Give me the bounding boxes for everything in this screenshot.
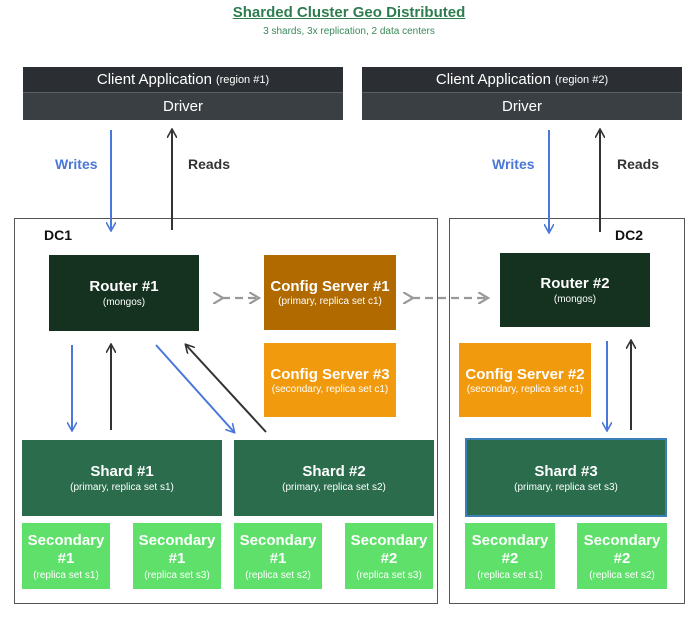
- driver-2: Driver: [362, 92, 682, 120]
- shard-1-subtitle: (primary, replica set s1): [70, 482, 174, 493]
- secondary-dc1-3: Secondary #1 (replica set s2): [234, 523, 322, 589]
- diagram-subtitle: 3 shards, 3x replication, 2 data centers: [263, 26, 435, 37]
- shard-3-title: Shard #3: [534, 462, 598, 480]
- secondary-dc1-3-subtitle: (replica set s2): [245, 569, 311, 581]
- client-app-2-name: Client Application: [435, 71, 551, 88]
- secondary-dc2-1: Secondary #2 (replica set s1): [465, 523, 555, 589]
- writes-label-1: Writes: [55, 156, 98, 172]
- client-app-1: Client Application (region #1): [23, 67, 343, 92]
- config-server-3-title: Config Server #3: [270, 365, 390, 383]
- shard-3: Shard #3 (primary, replica set s3): [465, 438, 667, 517]
- secondary-dc1-1: Secondary #1 (replica set s1): [22, 523, 110, 589]
- reads-label-2: Reads: [617, 156, 660, 172]
- secondary-dc1-3-number: #1: [269, 549, 287, 567]
- shard-1: Shard #1 (primary, replica set s1): [22, 440, 222, 516]
- shard-3-subtitle: (primary, replica set s3): [514, 481, 618, 493]
- shard-2-subtitle: (primary, replica set s2): [282, 482, 386, 493]
- router-1-subtitle: (mongos): [102, 297, 146, 308]
- config-server-1: Config Server #1 (primary, replica set c…: [264, 255, 396, 330]
- diagram-title: Sharded Cluster Geo Distributed: [232, 4, 466, 21]
- secondary-dc1-2: Secondary #1 (replica set s3): [133, 523, 221, 589]
- secondary-dc1-4-title: Secondary: [350, 531, 428, 549]
- config-server-3-subtitle: (secondary, replica set c1): [271, 383, 389, 395]
- secondary-dc2-2: Secondary #2 (replica set s2): [577, 523, 667, 589]
- secondary-dc1-4-subtitle: (replica set s3): [356, 569, 422, 581]
- driver-1-label: Driver: [163, 98, 203, 115]
- secondary-dc1-1-number: #1: [57, 549, 75, 567]
- secondary-dc1-1-subtitle: (replica set s1): [33, 569, 99, 581]
- router-1-title: Router #1: [89, 278, 159, 295]
- secondary-dc2-1-title: Secondary: [471, 531, 549, 549]
- shard-2: Shard #2 (primary, replica set s2): [234, 440, 434, 516]
- config-server-2-title: Config Server #2: [465, 365, 585, 383]
- secondary-dc2-2-subtitle: (replica set s2): [589, 569, 655, 581]
- secondary-dc1-1-title: Secondary: [27, 531, 105, 549]
- secondary-dc1-2-title: Secondary: [138, 531, 216, 549]
- config-server-3: Config Server #3 (secondary, replica set…: [264, 343, 396, 417]
- secondary-dc1-4: Secondary #2 (replica set s3): [345, 523, 433, 589]
- client-app-1-name: Client Application: [96, 71, 212, 88]
- secondary-dc1-4-number: #2: [380, 549, 398, 567]
- router-1: Router #1 (mongos): [49, 255, 199, 331]
- router-2: Router #2 (mongos): [500, 253, 650, 327]
- router1-to-shard2-arrow: [155, 344, 234, 432]
- secondary-dc2-2-number: #2: [613, 549, 631, 567]
- shard-2-title: Shard #2: [302, 463, 366, 480]
- secondary-dc2-2-title: Secondary: [583, 531, 661, 549]
- secondary-dc1-2-subtitle: (replica set s3): [144, 569, 210, 581]
- config-server-2: Config Server #2 (secondary, replica set…: [459, 343, 591, 417]
- router-2-subtitle: (mongos): [553, 294, 597, 305]
- shard-1-title: Shard #1: [90, 463, 154, 480]
- config-server-1-title: Config Server #1: [270, 278, 390, 295]
- config-server-2-subtitle: (secondary, replica set c1): [466, 383, 584, 395]
- router-2-title: Router #2: [540, 275, 610, 292]
- shard2-to-router1-arrow: [186, 345, 267, 433]
- client-app-2-region: (region #2): [554, 73, 609, 86]
- secondary-dc1-3-title: Secondary: [239, 531, 317, 549]
- client-app-2: Client Application (region #2): [362, 67, 682, 92]
- driver-1: Driver: [23, 92, 343, 120]
- reads-label-1: Reads: [188, 156, 231, 172]
- client-app-1-region: (region #1): [215, 73, 270, 86]
- writes-label-2: Writes: [492, 156, 535, 172]
- datacenter-1-label: DC1: [44, 227, 73, 243]
- secondary-dc2-1-number: #2: [501, 549, 519, 567]
- secondary-dc1-2-number: #1: [168, 549, 186, 567]
- datacenter-2-label: DC2: [615, 227, 644, 243]
- config-server-1-subtitle: (primary, replica set c1): [278, 296, 382, 307]
- secondary-dc2-1-subtitle: (replica set s1): [477, 569, 543, 581]
- driver-2-label: Driver: [502, 98, 542, 115]
